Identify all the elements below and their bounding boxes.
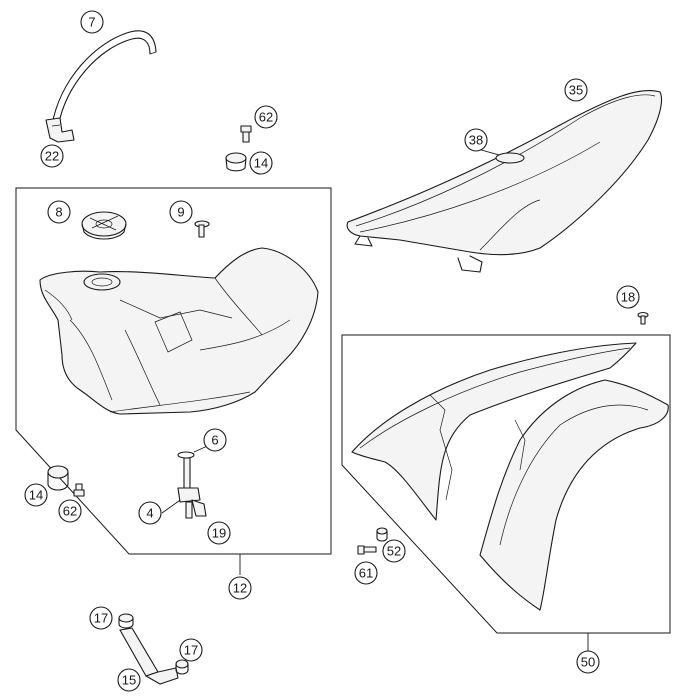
fuel-hose-part bbox=[51, 30, 157, 128]
screw-part-right bbox=[637, 311, 649, 325]
svg-text:19: 19 bbox=[212, 526, 226, 541]
svg-text:4: 4 bbox=[146, 506, 153, 521]
callout-18: 18 bbox=[616, 285, 640, 309]
svg-text:50: 50 bbox=[581, 655, 595, 670]
callout-62-lower: 62 bbox=[58, 499, 82, 523]
fuel-tap-part bbox=[177, 457, 207, 519]
callout-14-top: 14 bbox=[249, 151, 273, 175]
svg-text:6: 6 bbox=[211, 433, 218, 448]
svg-text:38: 38 bbox=[469, 133, 483, 148]
svg-text:18: 18 bbox=[621, 290, 635, 305]
callout-4: 4 bbox=[138, 501, 162, 525]
fuel-tank-group-frame bbox=[15, 187, 332, 555]
callout-15: 15 bbox=[117, 668, 141, 692]
callout-52: 52 bbox=[382, 539, 406, 563]
fuel-cap-part bbox=[81, 211, 127, 240]
callout-61: 61 bbox=[354, 561, 378, 585]
callout-6: 6 bbox=[203, 428, 227, 452]
side-panel-group-frame bbox=[341, 334, 671, 634]
callout-14-lower: 14 bbox=[24, 483, 48, 507]
bolt-part-top bbox=[240, 125, 252, 143]
callout-12: 12 bbox=[228, 576, 252, 600]
callout-38: 38 bbox=[464, 128, 488, 152]
side-panel-part bbox=[351, 342, 669, 611]
svg-text:14: 14 bbox=[254, 156, 268, 171]
callout-22: 22 bbox=[40, 144, 64, 168]
hose-fitting-part bbox=[45, 117, 75, 143]
callout-9: 9 bbox=[169, 200, 193, 224]
callout-7: 7 bbox=[80, 10, 104, 34]
svg-text:62: 62 bbox=[259, 110, 273, 125]
hose-part-lower bbox=[119, 627, 179, 685]
screw-part-panel bbox=[357, 545, 377, 555]
fuel-tank-part bbox=[39, 247, 319, 415]
svg-text:17: 17 bbox=[94, 611, 108, 626]
callout-50: 50 bbox=[576, 650, 600, 674]
callout-62-top: 62 bbox=[254, 105, 278, 129]
screw-part bbox=[194, 220, 210, 238]
svg-text:17: 17 bbox=[184, 643, 198, 658]
grommet-part-top bbox=[225, 152, 247, 172]
svg-text:52: 52 bbox=[387, 544, 401, 559]
callout-17-upper: 17 bbox=[89, 606, 113, 630]
hose-clamp-part-upper bbox=[118, 613, 134, 629]
svg-text:61: 61 bbox=[359, 566, 373, 581]
callout-19: 19 bbox=[207, 521, 231, 545]
svg-text:15: 15 bbox=[122, 673, 136, 688]
callout-35: 35 bbox=[564, 78, 588, 102]
svg-text:22: 22 bbox=[45, 149, 59, 164]
svg-text:35: 35 bbox=[569, 83, 583, 98]
seat-marker-part bbox=[495, 152, 525, 164]
grommet-part-lower bbox=[47, 465, 69, 491]
svg-text:7: 7 bbox=[88, 15, 95, 30]
callout-17-lower: 17 bbox=[179, 638, 203, 662]
svg-text:14: 14 bbox=[29, 488, 43, 503]
callout-8: 8 bbox=[47, 200, 71, 224]
svg-text:8: 8 bbox=[55, 205, 62, 220]
hose-clamp-part-lower bbox=[175, 659, 189, 675]
svg-text:9: 9 bbox=[177, 205, 184, 220]
seat-part bbox=[346, 89, 663, 273]
svg-text:62: 62 bbox=[63, 504, 77, 519]
o-ring-part bbox=[177, 451, 195, 459]
spacer-part bbox=[376, 527, 388, 542]
svg-text:12: 12 bbox=[233, 581, 247, 596]
bolt-part-lower bbox=[73, 483, 85, 497]
